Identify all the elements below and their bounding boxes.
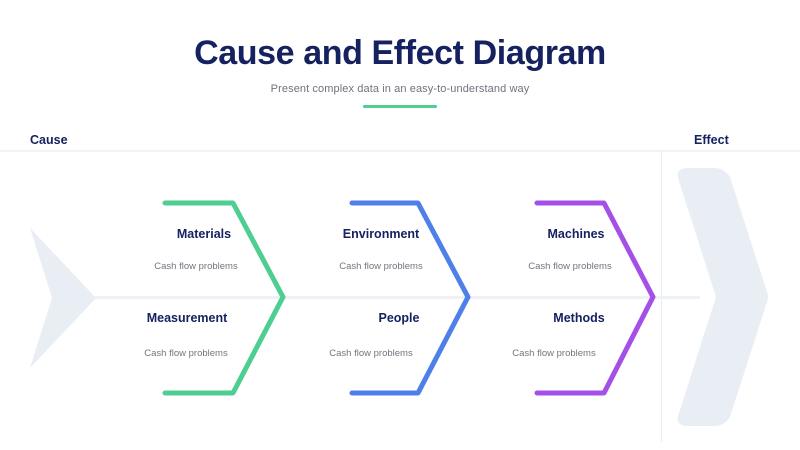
category-title-materials[interactable]: Materials [176,227,232,241]
category-subtitle-methods: Cash flow problems [512,348,596,359]
category-title-measurement[interactable]: Measurement [146,311,228,325]
category-subtitle-materials: Cash flow problems [154,261,238,272]
fishbone-spine [60,296,700,299]
effect-axis-label: Effect [694,133,729,147]
cause-axis-label: Cause [30,133,68,147]
category-subtitle-measurement: Cash flow problems [144,348,228,359]
effect-arrow-icon [677,168,768,426]
category-subtitle-machines: Cash flow problems [528,261,612,272]
category-title-machines[interactable]: Machines [547,227,605,241]
page-subtitle: Present complex data in an easy-to-under… [270,83,530,95]
header-divider [0,150,800,152]
cause-arrow-icon [30,228,96,368]
page-title: Cause and Effect Diagram [194,34,606,72]
category-title-environment[interactable]: Environment [342,227,420,241]
title-accent-bar [363,105,437,108]
category-title-methods[interactable]: Methods [553,311,605,325]
category-title-people[interactable]: People [378,311,420,325]
category-subtitle-people: Cash flow problems [329,348,413,359]
category-subtitle-environment: Cash flow problems [339,261,423,272]
